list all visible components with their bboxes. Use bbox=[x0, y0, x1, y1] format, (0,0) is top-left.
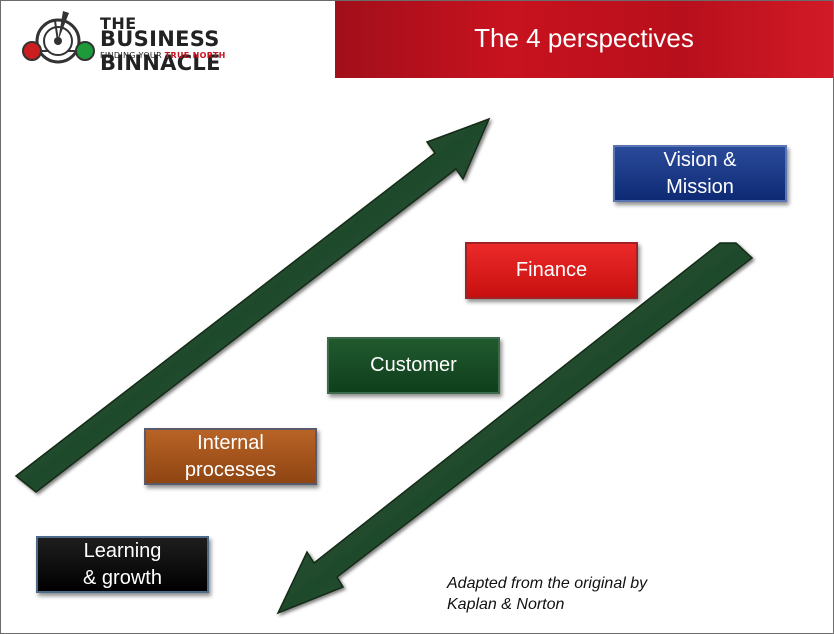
attribution-note: Adapted from the original by Kaplan & No… bbox=[447, 573, 747, 615]
logo-tagline: FINDING YOUR TRUE NORTH bbox=[100, 51, 226, 60]
perspective-label: Internal processes bbox=[184, 431, 277, 481]
compass-binnacle-icon bbox=[22, 11, 95, 64]
perspective-vision-mission: Vision & Mission bbox=[613, 145, 787, 202]
perspective-learning-growth: Learning & growth bbox=[36, 536, 209, 593]
header: THE BUSINESS BINNACLE FINDING YOUR TRUE … bbox=[1, 1, 833, 78]
attribution-line2: Kaplan & Norton bbox=[447, 596, 565, 613]
arrow-down-left bbox=[276, 242, 754, 615]
perspective-label: Learning & growth bbox=[83, 539, 162, 589]
attribution-line1: Adapted from the original by bbox=[447, 575, 648, 592]
perspective-label: Vision & Mission bbox=[663, 148, 737, 198]
perspective-label: Customer bbox=[370, 354, 457, 376]
tagline-emphasis: TRUE NORTH bbox=[164, 51, 226, 60]
header-band: The 4 perspectives bbox=[335, 1, 833, 78]
tagline-prefix: FINDING YOUR bbox=[100, 51, 165, 60]
perspective-finance: Finance bbox=[465, 242, 638, 299]
page-title: The 4 perspectives bbox=[474, 23, 694, 53]
logo-line2: BUSINESS BINNACLE bbox=[100, 27, 221, 75]
arrow-up-right bbox=[14, 117, 491, 493]
perspective-customer: Customer bbox=[327, 337, 500, 394]
perspective-internal-processes: Internal processes bbox=[144, 428, 317, 485]
logo-line1: THE bbox=[100, 14, 137, 33]
logo: THE BUSINESS BINNACLE FINDING YOUR TRUE … bbox=[1, 1, 335, 78]
perspective-label: Finance bbox=[515, 259, 588, 281]
